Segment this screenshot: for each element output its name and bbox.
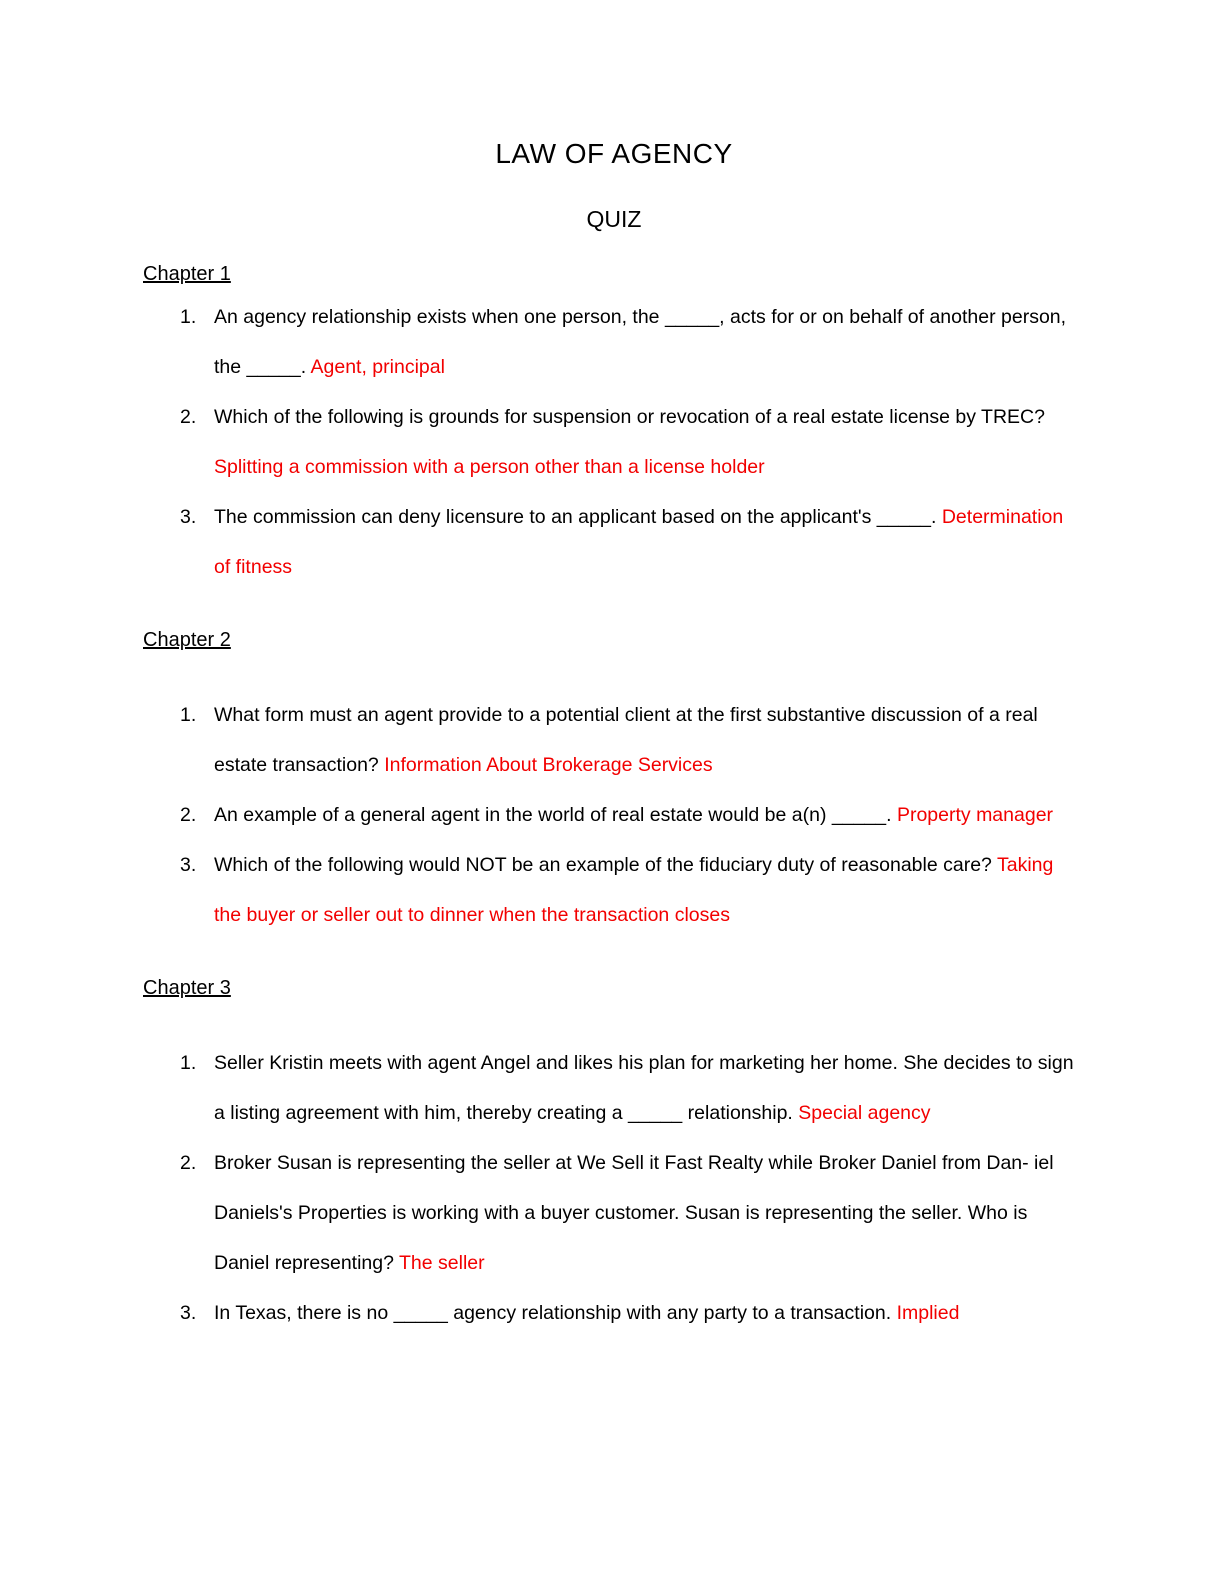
chapter-2-heading: Chapter 2: [143, 629, 231, 651]
question-prompt: Seller Kristin meets with agent Angel an…: [214, 1052, 1074, 1124]
question-item: 2. Which of the following is grounds for…: [143, 392, 1079, 492]
question-prompt: An agency relationship exists when one p…: [214, 306, 1067, 378]
question-number: 2.: [180, 406, 197, 428]
question-answer: Agent, principal: [310, 356, 445, 378]
chapter-2-section: Chapter 2 1. What form must an agent pro…: [143, 630, 1085, 940]
document-subtitle: QUIZ: [586, 206, 642, 232]
chapter-1-heading: Chapter 1: [143, 263, 231, 285]
question-answer: Taking the buyer or seller out to dinner…: [214, 854, 1054, 926]
question-number: 3.: [180, 506, 197, 528]
question-number: 1.: [180, 306, 197, 328]
question-number: 1.: [180, 704, 197, 726]
question-item: 1. Seller Kristin meets with agent Angel…: [143, 1038, 1079, 1138]
question-prompt: In Texas, there is no _____ agency relat…: [214, 1302, 897, 1324]
question-item: 1. An agency relationship exists when on…: [143, 292, 1079, 392]
question-answer: Implied: [896, 1302, 960, 1324]
question-number: 3.: [180, 1302, 197, 1324]
question-item: 3. The commission can deny licensure to …: [143, 492, 1079, 592]
question-answer: Splitting a commission with a person oth…: [214, 456, 765, 478]
chapter-3-section: Chapter 3 1. Seller Kristin meets with a…: [143, 978, 1085, 1338]
question-item: 2. Broker Susan is representing the sell…: [143, 1138, 1079, 1288]
chapter-2-question-list: 1. What form must an agent provide to a …: [143, 690, 1085, 940]
question-answer: Information About Brokerage Services: [384, 754, 713, 776]
question-prompt: What form must an agent provide to a pot…: [214, 704, 1038, 776]
question-item: 2. An example of a general agent in the …: [143, 790, 1079, 840]
question-answer: Property manager: [896, 804, 1054, 826]
chapter-1-section: Chapter 1 1. An agency relationship exis…: [143, 264, 1085, 592]
question-item: 3. In Texas, there is no _____ agency re…: [143, 1288, 1079, 1338]
question-number: 3.: [180, 854, 197, 876]
question-prompt: The commission can deny licensure to an …: [214, 506, 942, 528]
chapter-1-question-list: 1. An agency relationship exists when on…: [143, 292, 1085, 592]
question-item: 3. Which of the following would NOT be a…: [143, 840, 1079, 940]
question-prompt: An example of a general agent in the wor…: [214, 804, 897, 826]
question-number: 2.: [180, 804, 197, 826]
chapter-3-heading: Chapter 3: [143, 977, 231, 999]
document-title: LAW OF AGENCY: [495, 138, 733, 169]
question-item: 1. What form must an agent provide to a …: [143, 690, 1079, 790]
question-number: 1.: [180, 1052, 197, 1074]
question-number: 2.: [180, 1152, 197, 1174]
question-answer: The seller: [399, 1252, 485, 1274]
chapter-3-question-list: 1. Seller Kristin meets with agent Angel…: [143, 1038, 1085, 1338]
question-prompt: Broker Susan is representing the seller …: [214, 1152, 1054, 1274]
question-prompt: Which of the following would NOT be an e…: [214, 854, 997, 876]
question-answer: Determination of fitness: [214, 506, 1064, 578]
question-prompt: Which of the following is grounds for su…: [214, 406, 1045, 428]
question-answer: Special agency: [798, 1102, 931, 1124]
